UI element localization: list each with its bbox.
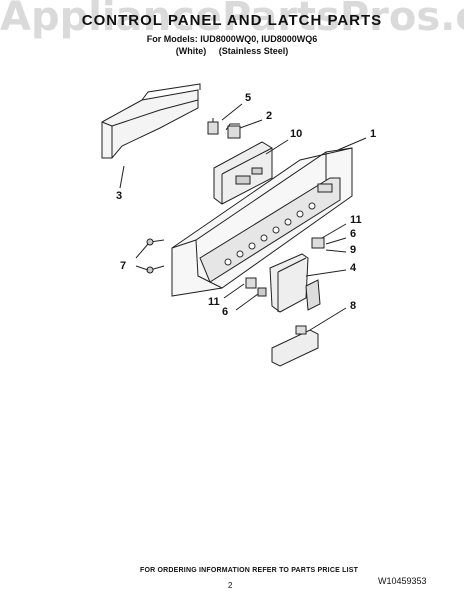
part-8-strike: [271, 325, 319, 367]
callout-11-left: 11: [208, 296, 220, 308]
callout-11-right: 11: [350, 214, 362, 226]
part-1-control-panel: [171, 147, 353, 297]
part-3-cover: [101, 83, 201, 159]
part-2-switch: [225, 123, 241, 139]
ordering-info-footer: FOR ORDERING INFORMATION REFER TO PARTS …: [140, 567, 359, 574]
callout-5: 5: [245, 92, 252, 104]
callout-9: 9: [350, 244, 357, 256]
part-5-cam: [207, 118, 219, 135]
part-11-small-left: [245, 277, 267, 297]
part-7-screws: [146, 238, 165, 274]
callout-8: 8: [350, 300, 357, 312]
page-title: CONTROL PANEL AND LATCH PARTS: [81, 12, 383, 29]
page-number: 2: [228, 581, 233, 590]
callout-4: 4: [350, 262, 357, 274]
callout-1: 1: [370, 128, 377, 140]
callout-6-left: 6: [222, 306, 229, 318]
callout-7: 7: [120, 260, 127, 272]
models-line: For Models: IUD8000WQ0, IUD8000WQ6: [146, 34, 318, 44]
finish-line: (White) (Stainless Steel): [175, 46, 289, 56]
document-number: W10459353: [378, 576, 427, 586]
callout-3: 3: [116, 190, 123, 202]
part-11-latch-top: [311, 237, 325, 249]
part-10-board: [213, 141, 273, 205]
part-4-latch: [269, 253, 321, 313]
callout-6-right: 6: [350, 228, 357, 240]
callout-2: 2: [266, 110, 273, 122]
callout-10: 10: [290, 128, 303, 140]
